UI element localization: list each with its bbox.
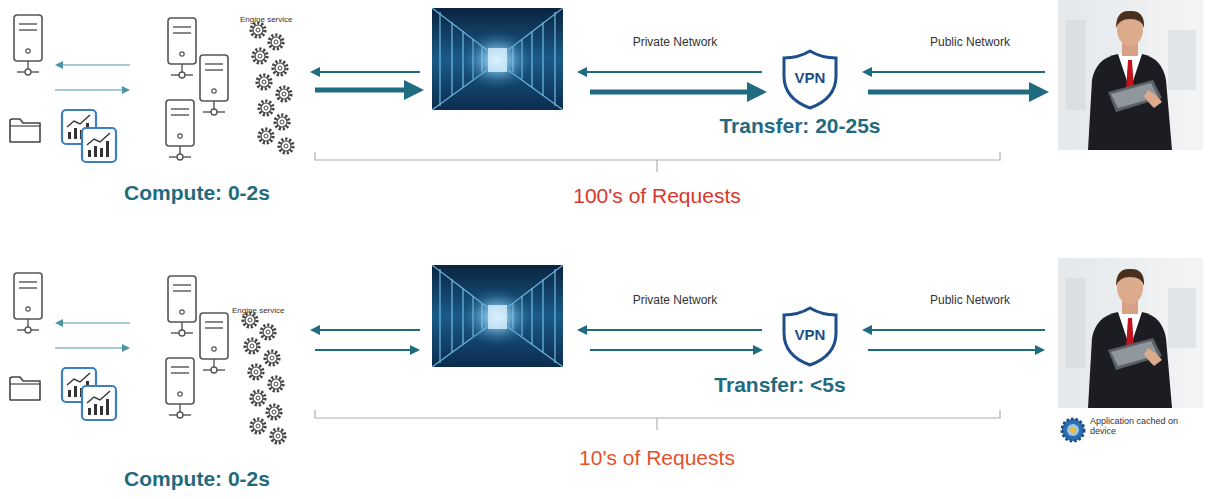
vpn-text: VPN	[795, 326, 826, 343]
vpn-shield: VPN	[780, 305, 840, 367]
text-label: 10's of Requests	[537, 446, 777, 470]
app-icon	[1062, 419, 1084, 441]
datacenter-image	[432, 265, 563, 367]
bracket	[315, 152, 1000, 172]
text-label: Private Network	[600, 294, 750, 308]
server-icons	[10, 273, 285, 443]
text-label: Private Network	[600, 36, 750, 50]
arrows	[55, 61, 1049, 102]
arrows	[55, 319, 1045, 355]
text-label: Engine service	[232, 306, 294, 315]
text-label: Transfer: <5s	[660, 373, 900, 397]
text-label: Compute: 0-2s	[97, 467, 297, 491]
text-label: Transfer: 20-25s	[680, 114, 920, 138]
text-label: Engine service	[240, 15, 302, 24]
vpn-text: VPN	[795, 69, 826, 86]
text-label: Compute: 0-2s	[97, 181, 297, 205]
datacenter-image	[432, 8, 563, 110]
person-photo	[1058, 0, 1203, 150]
text-label: Public Network	[895, 36, 1045, 50]
server-icons	[10, 15, 293, 162]
vpn-shield: VPN	[780, 48, 840, 110]
person-photo	[1058, 258, 1203, 408]
text-label: Public Network	[895, 294, 1045, 308]
bracket	[315, 410, 1000, 430]
text-label: 100's of Requests	[537, 184, 777, 208]
text-label: Application cached on device	[1090, 416, 1200, 437]
